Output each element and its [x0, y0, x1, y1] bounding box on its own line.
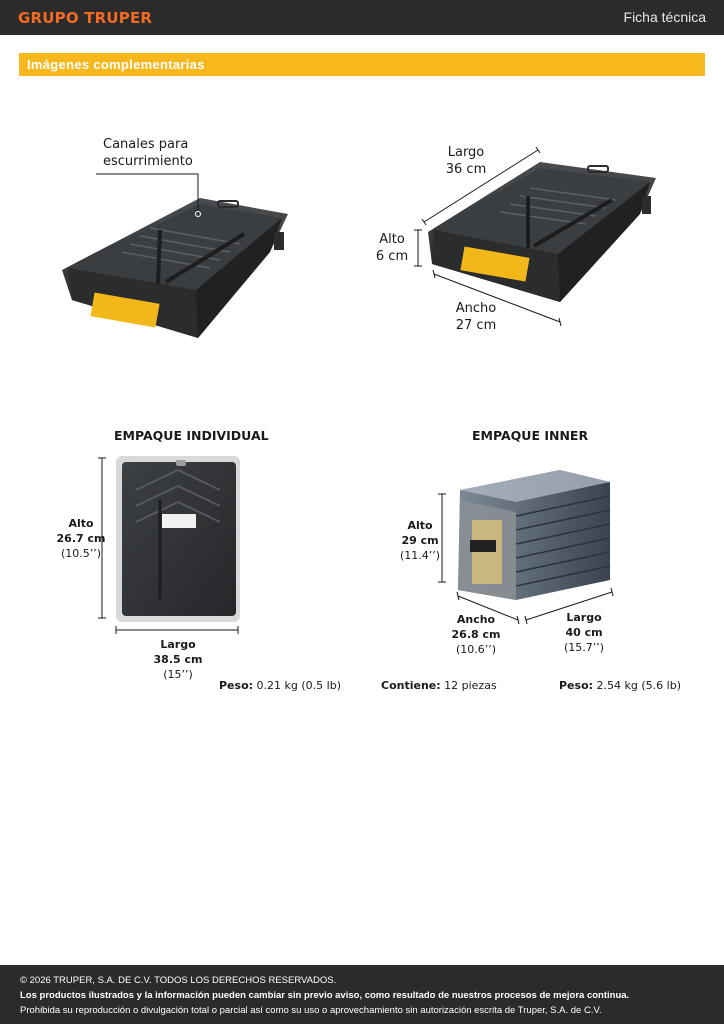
inner-package-image: [458, 470, 611, 600]
inner-length-label: Largo 40 cm (15.7’’): [563, 611, 605, 654]
inner-dimension-lines: [438, 493, 614, 625]
paint-tray-dimensions-image: [428, 162, 656, 302]
tray-dimension-lines: [414, 146, 562, 327]
brand-logo: GRUPO TRUPER: [18, 9, 153, 27]
individual-dimension-lines: [98, 457, 239, 634]
inner-width-label: Ancho 26.8 cm (10.6’’): [451, 613, 501, 656]
callout-leader-line: [96, 173, 199, 214]
inner-package-heading: EMPAQUE INNER: [472, 428, 589, 443]
tray-width-label: Ancho 27 cm: [455, 301, 497, 333]
individual-weight: Peso: 0.21 kg (0.5 lb): [219, 679, 341, 692]
document-type: Ficha técnica: [623, 9, 706, 25]
inner-contents: Contiene: 12 piezas: [381, 679, 497, 692]
individual-package-heading: EMPAQUE INDIVIDUAL: [114, 428, 269, 443]
inner-height-label: Alto 29 cm (11.4’’): [399, 519, 441, 562]
inner-weight: Peso: 2.54 kg (5.6 lb): [559, 679, 681, 692]
tray-height-label: Alto 6 cm: [375, 232, 409, 264]
individual-package-image: [116, 456, 240, 622]
paint-tray-image: [62, 198, 288, 338]
individual-height-label: Alto 26.7 cm (10.5’’): [56, 517, 106, 560]
footer-legal: Prohibida su reproducción o divulgación …: [20, 1005, 602, 1016]
page-footer: © 2026 TRUPER, S.A. DE C.V. TODOS LOS DE…: [0, 965, 724, 1024]
section-title: Imágenes complementarias: [27, 57, 205, 72]
drain-channels-callout: Canales para escurrimiento: [103, 137, 193, 169]
tray-length-label: Largo 36 cm: [445, 145, 487, 177]
top-header-bar: GRUPO TRUPER Ficha técnica: [0, 0, 724, 35]
section-header: Imágenes complementarias: [19, 53, 705, 76]
footer-copyright: © 2026 TRUPER, S.A. DE C.V. TODOS LOS DE…: [20, 975, 337, 986]
individual-length-label: Largo 38.5 cm (15’’): [153, 638, 203, 681]
footer-notice: Los productos ilustrados y la informació…: [20, 990, 630, 1001]
